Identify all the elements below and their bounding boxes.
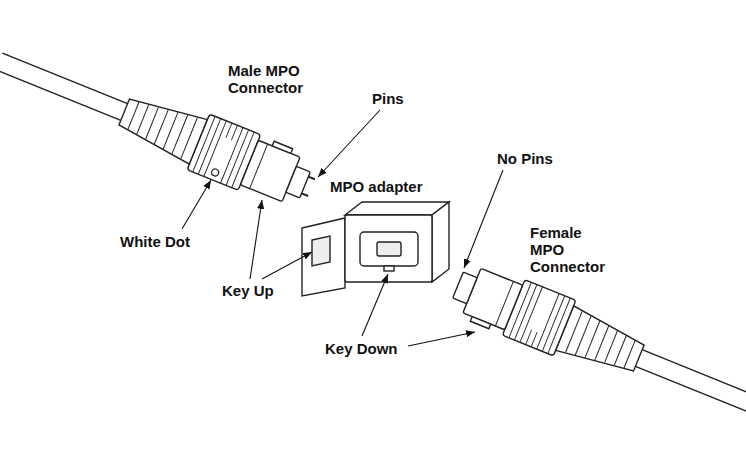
part-label: White Dot bbox=[120, 233, 190, 250]
part-label: Key Down bbox=[325, 340, 398, 357]
drawing-part bbox=[362, 274, 388, 336]
drawing-part bbox=[464, 170, 503, 268]
drawing-part bbox=[262, 252, 312, 279]
drawing-part bbox=[0, 34, 316, 213]
drawing-part bbox=[250, 200, 262, 279]
drawing-part bbox=[302, 193, 308, 196]
part-label: Male MPO Connector bbox=[228, 62, 303, 96]
drawing-part bbox=[211, 168, 220, 177]
drawing-part bbox=[345, 215, 432, 282]
part-label: MPO adapter bbox=[330, 178, 423, 195]
drawing-part bbox=[302, 218, 345, 296]
drawing-part bbox=[360, 232, 418, 266]
drawing-part bbox=[318, 110, 380, 177]
male-connector bbox=[0, 34, 323, 216]
part-label: Female MPO Connector bbox=[530, 224, 605, 275]
drawing-part bbox=[384, 266, 394, 271]
drawing-part bbox=[408, 332, 475, 346]
drawing-part bbox=[432, 202, 449, 282]
drawing-part bbox=[312, 236, 330, 266]
part-label: Pins bbox=[372, 90, 404, 107]
leader-lines bbox=[182, 110, 503, 346]
drawing-part bbox=[182, 180, 211, 229]
drawing-part bbox=[377, 242, 401, 256]
part-label: No Pins bbox=[497, 150, 553, 167]
drawing-part bbox=[447, 257, 746, 436]
part-label: Key Up bbox=[222, 282, 274, 299]
drawing-part bbox=[308, 177, 314, 180]
female-connector bbox=[447, 257, 746, 436]
mpo-adapter bbox=[302, 202, 449, 296]
